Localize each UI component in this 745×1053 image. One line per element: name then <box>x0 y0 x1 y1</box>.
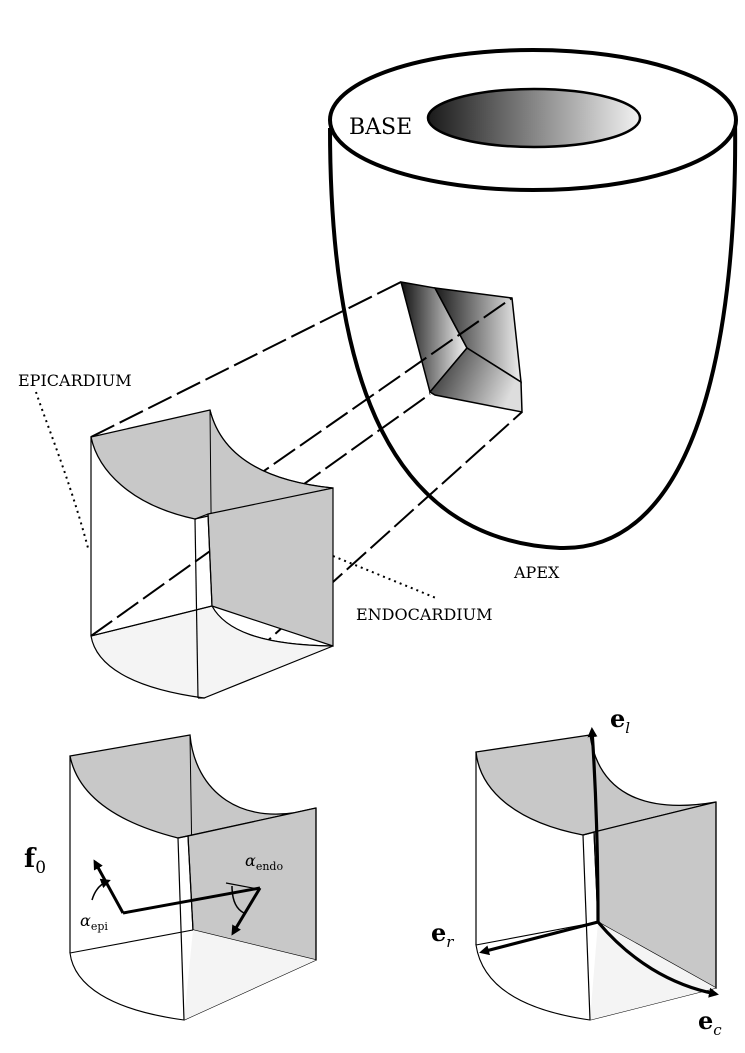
alpha-endo-arc <box>231 885 245 914</box>
ec-axis-arrow <box>596 920 719 998</box>
endocardium-label: ENDOCARDIUM <box>356 605 492 624</box>
el-axis-arrow <box>587 727 600 923</box>
alpha-epi-label: αepi <box>80 911 108 933</box>
alpha-endo-label: αendo <box>245 851 283 873</box>
ventricle-cutout <box>399 281 523 413</box>
epicardium-label: EPICARDIUM <box>18 371 132 390</box>
base-opening <box>426 87 642 149</box>
er-label: er <box>431 918 454 951</box>
endo-fiber-arrow <box>231 887 262 936</box>
fiber-direction-line <box>122 886 261 915</box>
tissue-block-fiber <box>69 734 317 1021</box>
el-label: el <box>610 704 630 737</box>
alpha-epi-arc <box>91 878 111 901</box>
base-label: BASE <box>349 115 412 140</box>
ventricle <box>328 48 738 551</box>
ec-label: ec <box>698 1006 722 1039</box>
tissue-block-large <box>90 409 334 699</box>
f0-label: f0 <box>24 844 46 878</box>
ventricle-body <box>328 117 738 551</box>
block-bottom-face <box>90 605 334 699</box>
leader-lines <box>35 391 437 599</box>
apex-label: APEX <box>513 563 560 582</box>
tissue-block-basis <box>475 727 719 1021</box>
er-axis-arrow <box>479 920 599 956</box>
